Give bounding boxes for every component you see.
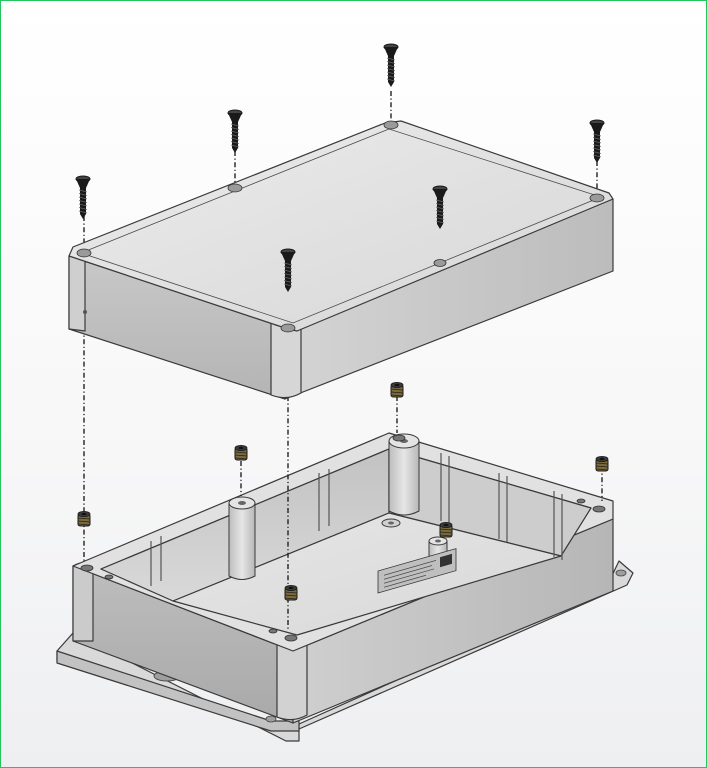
boss-post xyxy=(388,440,420,516)
lid-holes xyxy=(76,120,605,333)
threaded-insert-icon xyxy=(77,510,91,527)
mounting-slot-icon xyxy=(265,715,277,723)
threaded-insert-icon xyxy=(390,381,404,398)
lid-screw-icon xyxy=(280,248,296,292)
enclosure-lid xyxy=(68,120,614,400)
lid-screw-icon xyxy=(432,185,448,229)
lid-screw-icon xyxy=(589,119,605,163)
label-plate xyxy=(377,548,457,594)
threaded-insert-icon xyxy=(439,522,453,538)
lid-corner-column xyxy=(270,322,302,399)
base-corner-column xyxy=(276,640,308,721)
threaded-insert-icon xyxy=(595,455,609,472)
lid-screw-icon xyxy=(383,43,399,87)
threaded-inserts xyxy=(77,381,609,601)
lid-left-corner xyxy=(68,249,86,332)
mounting-slot-icon xyxy=(615,569,627,577)
lid-screw-icon xyxy=(75,175,91,219)
base-left-corner xyxy=(72,561,94,642)
rim-holes xyxy=(80,434,606,642)
boss-post xyxy=(228,502,256,580)
lid-screws xyxy=(75,43,605,292)
inner-ribs xyxy=(150,453,563,586)
base-floor xyxy=(172,512,562,636)
threaded-insert-icon xyxy=(284,585,298,601)
threaded-insert-icon xyxy=(234,444,248,461)
lid-side-hole xyxy=(83,310,87,314)
enclosure-base xyxy=(56,432,634,742)
lid-screw-icon xyxy=(227,109,243,153)
